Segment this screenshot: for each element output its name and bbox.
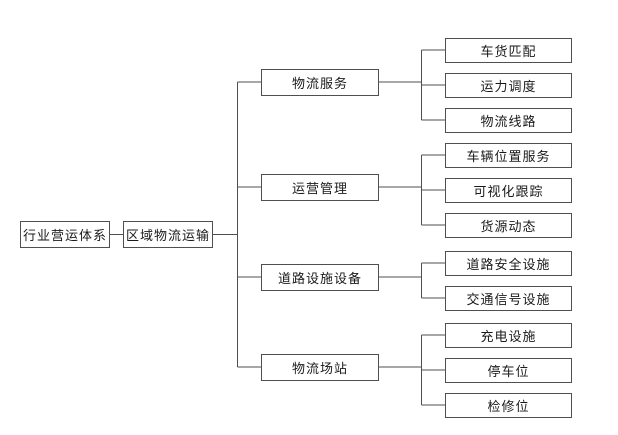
node-root: 行业营运体系 bbox=[20, 221, 110, 248]
node-branch-1: 运营管理 bbox=[261, 173, 379, 201]
node-leaf-1-2: 货源动态 bbox=[445, 212, 572, 238]
node-branch-2: 道路设施设备 bbox=[261, 263, 379, 291]
node-leaf-0-2: 物流线路 bbox=[445, 107, 572, 133]
node-leaf-2-0: 道路安全设施 bbox=[445, 250, 572, 276]
node-leaf-3-2: 检修位 bbox=[445, 392, 572, 418]
node-leaf-1-1: 可视化跟踪 bbox=[445, 177, 572, 203]
node-leaf-3-1: 停车位 bbox=[445, 357, 572, 383]
node-leaf-3-0: 充电设施 bbox=[445, 322, 572, 348]
node-leaf-1-0: 车辆位置服务 bbox=[445, 142, 572, 168]
node-hub: 区域物流运输 bbox=[123, 221, 213, 248]
node-branch-3: 物流场站 bbox=[261, 353, 379, 381]
node-leaf-0-1: 运力调度 bbox=[445, 72, 572, 98]
node-branch-0: 物流服务 bbox=[261, 68, 379, 96]
node-leaf-0-0: 车货匹配 bbox=[445, 37, 572, 63]
node-leaf-2-1: 交通信号设施 bbox=[445, 285, 572, 311]
